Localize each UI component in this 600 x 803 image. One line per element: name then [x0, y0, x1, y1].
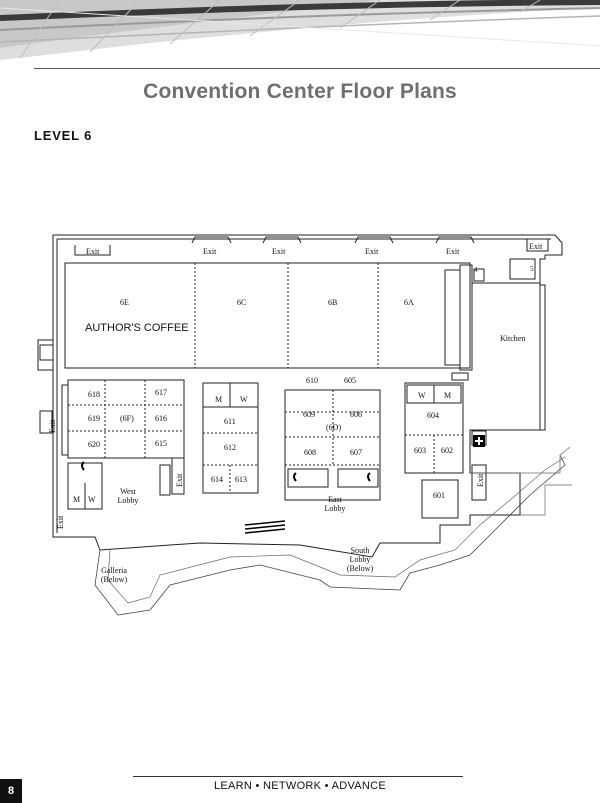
- phone-icon: [293, 472, 297, 482]
- marker-5: 5: [530, 265, 534, 273]
- room-label: 6C: [237, 298, 246, 307]
- restroom-women: W: [240, 395, 248, 404]
- room-label: 610: [306, 376, 318, 385]
- room-label: 604: [427, 411, 439, 420]
- phone-icon: [367, 472, 371, 482]
- exit-label: Exit: [48, 419, 57, 433]
- authors-coffee-label: AUTHOR'S COFFEE: [85, 322, 189, 334]
- exit-label: Exit: [175, 473, 184, 487]
- room-label: 608: [304, 448, 316, 457]
- footer-rule: [133, 776, 463, 777]
- page-number: 8: [0, 779, 22, 803]
- room-label: 605: [344, 376, 356, 385]
- exit-label: Exit: [446, 247, 460, 256]
- header-banner: [0, 0, 600, 62]
- room-label: 6A: [404, 298, 414, 307]
- kitchen-label: Kitchen: [500, 334, 525, 343]
- room-label: 617: [155, 388, 167, 397]
- floor-plan: Exit Exit Exit Exit Exit Exit Exit Exit …: [0, 225, 600, 625]
- south-lobby-label: (Below): [347, 564, 374, 573]
- level-label: LEVEL 6: [34, 128, 93, 143]
- exit-label: Exit: [56, 515, 65, 529]
- marker-4: 4: [474, 266, 478, 274]
- page-title: Convention Center Floor Plans: [143, 80, 457, 103]
- room-label: 616: [155, 414, 167, 423]
- east-lobby-label: Lobby: [325, 504, 346, 513]
- first-aid-icon: [473, 435, 485, 447]
- restroom-women: W: [418, 391, 426, 400]
- galleria-label: (Below): [101, 575, 128, 584]
- exit-label: Exit: [272, 247, 286, 256]
- room-label: 620: [88, 440, 100, 449]
- exit-label: Exit: [476, 473, 485, 487]
- room-label: (6F): [120, 414, 134, 423]
- south-lobby-label: Lobby: [350, 555, 371, 564]
- room-label: 619: [88, 414, 100, 423]
- room-label: 615: [155, 439, 167, 448]
- restroom-men: M: [215, 395, 222, 404]
- west-lobby-label: West: [120, 487, 137, 496]
- room-label: 612: [224, 443, 236, 452]
- room-label: 614: [211, 475, 223, 484]
- east-lobby-label: East: [328, 495, 343, 504]
- room-label: 6E: [120, 298, 129, 307]
- galleria-label: Galleria: [101, 566, 127, 575]
- room-label: 613: [235, 475, 247, 484]
- phone-icon: [81, 461, 85, 471]
- footer-tagline: LEARN • NETWORK • ADVANCE: [213, 780, 387, 792]
- exit-label: Exit: [529, 242, 543, 251]
- south-lobby-label: South: [351, 546, 370, 555]
- room-label: 603: [414, 446, 426, 455]
- exit-label: Exit: [203, 247, 217, 256]
- room-label: 6B: [328, 298, 337, 307]
- room-label: 611: [224, 417, 236, 426]
- room-label: 609: [303, 410, 315, 419]
- restroom-men: M: [444, 391, 451, 400]
- header-rule: [34, 68, 600, 69]
- room-label: 601: [433, 491, 445, 500]
- restroom-women: W: [88, 495, 96, 504]
- room-label: (6D): [326, 423, 341, 432]
- room-label: 618: [88, 390, 100, 399]
- exit-label: Exit: [365, 247, 379, 256]
- room-label: 602: [441, 446, 453, 455]
- room-label: 607: [350, 448, 362, 457]
- room-label: 606: [350, 410, 362, 419]
- exit-label: Exit: [86, 247, 100, 256]
- restroom-men: M: [73, 495, 80, 504]
- west-lobby-label: Lobby: [118, 496, 139, 505]
